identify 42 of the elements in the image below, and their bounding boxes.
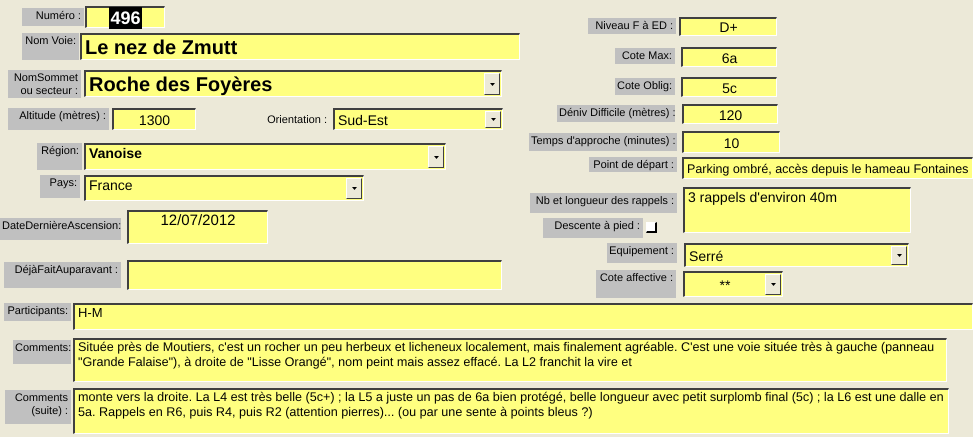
field-label: Cote affective : xyxy=(596,270,676,298)
dropdown-field: France xyxy=(84,175,364,201)
field-label: Nb et longueur des rappels : xyxy=(530,193,677,213)
field-label: Cote Oblig: xyxy=(615,78,675,95)
text-field: D+ xyxy=(679,17,777,36)
field-label: NomSommet ou secteur : xyxy=(8,70,81,98)
field-label: Orientation : xyxy=(266,113,328,128)
field-label: Temps d'approche (minutes) : xyxy=(529,133,677,151)
field-label: Comments (suite) : xyxy=(5,390,71,424)
dropdown-field: Vanoise xyxy=(84,143,446,170)
text-field: 1300 xyxy=(112,108,196,130)
text-field: Parking ombré, accès depuis le hameau Fontaines xyxy=(682,157,973,179)
field-label: Niveau F à ED : xyxy=(588,18,676,34)
text-field: 5c xyxy=(681,77,777,97)
field-label: DateDernièreAscension: xyxy=(0,218,121,240)
text-field: Le nez de Zmutt xyxy=(80,33,520,60)
dropdown-field: Serré xyxy=(684,243,909,267)
dropdown-field: Roche des Foyères xyxy=(84,70,502,97)
text-field: Située près de Moutiers, c'est un rocher un peu herbeux et licheneux localement, mais finalement agréable. C'est une voie située très à gauche (panneau "Grande Falaise"), à droite de "Lisse Orangé", nom peint mais assez effacé. La L2 franchit la vire et xyxy=(73,338,947,382)
text-field: 6a xyxy=(681,47,777,67)
field-label: Numéro : xyxy=(22,8,84,26)
field-label: Cote Max: xyxy=(615,48,675,64)
field-label: Région: xyxy=(37,143,82,170)
field-label: Participants: xyxy=(4,303,71,321)
field-label: Déniv Difficile (mètres) : xyxy=(557,105,675,122)
field-label: Point de départ : xyxy=(589,157,677,172)
field-label: Equipement : xyxy=(607,243,677,263)
dropdown-field: ** xyxy=(683,271,783,297)
field-label: Nom Voie: xyxy=(22,33,79,60)
text-field: monte vers la droite. La L4 est très belle (5c+) ; la L5 a juste un pas de 6a bien protégé, belle longueur avec petit surplomb final (5c) ; la L6 est une dalle en 5a. Rappels en R6, puis R4, puis R2 (attention pierres)... (ou par une sente à points bleus ?) xyxy=(73,388,949,434)
field-label: Pays: xyxy=(40,175,80,198)
field-label: Descente à pied : xyxy=(543,218,643,238)
text-field: 10 xyxy=(682,131,780,153)
text-field: 3 rappels d'environ 40m xyxy=(683,187,911,233)
field-label: Comments: xyxy=(13,340,71,364)
text-field: 496 xyxy=(85,6,165,28)
text-field: 12/07/2012 xyxy=(127,210,268,244)
dropdown-field: Sud-Est xyxy=(333,108,503,130)
field-label: DéjàFaitAuparavant : xyxy=(4,262,121,288)
text-field: H-M xyxy=(73,303,973,330)
field-label: Altitude (mètres) : xyxy=(8,108,109,130)
text-field: 120 xyxy=(682,104,778,124)
